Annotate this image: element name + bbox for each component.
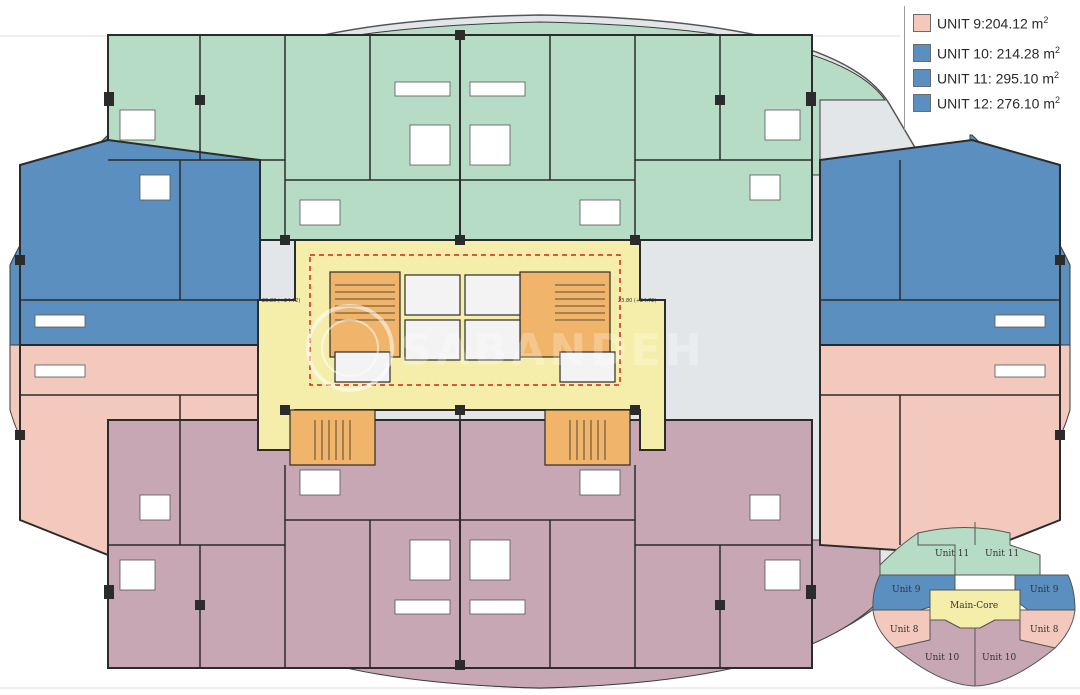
legend-item: UNIT 12: 276.10 m2 [913,92,1060,114]
unit9-right-block [819,138,1061,346]
legend-swatch [913,94,931,112]
legend-item: UNIT 11: 295.10 m2 [913,67,1059,89]
furniture [34,81,1046,615]
unit9-left-block [19,138,261,346]
watermark-text: SABANDEH [400,325,706,376]
legend-label: UNIT 12: 276.10 m2 [937,94,1061,112]
stair-left-top [329,271,401,358]
unit10-right-block [459,419,813,669]
unit10-left-block [107,419,461,669]
key-label-unit10-right: Unit 10 [982,653,1016,663]
legend-item: UNIT 10: 214.28 m2 [913,42,1060,64]
stair-right-top [519,271,611,358]
shaft-left [334,351,391,383]
watermark: SABANDEH [306,304,706,392]
interior-walls [20,35,1060,668]
level-mark-left: 23.80 (+24.72) [262,298,300,304]
level-mark-right: 23.80 (+24.72) [618,298,656,304]
stair-right-bottom [544,409,631,466]
key-label-unit8-right: Unit 8 [1030,625,1059,635]
legend-item: UNIT 9:204.12 m2 [913,12,1048,34]
stair-left-bottom [289,409,376,466]
legend-label: UNIT 9:204.12 m2 [937,14,1049,32]
key-label-unit11-left: Unit 11 [935,549,969,559]
key-label-unit8-left: Unit 8 [890,625,919,635]
shaft-right [559,351,616,383]
structural-columns [15,30,1065,670]
elevator-shaft-4 [464,319,521,361]
legend-swatch [913,14,931,32]
key-label-unit9-right: Unit 9 [1030,585,1059,595]
legend-label: UNIT 11: 295.10 m2 [937,69,1059,87]
elevator-shaft-3 [404,319,461,361]
key-unit11-left [879,532,956,576]
elevator-shaft-2 [464,274,521,316]
key-label-core: Main-Core [950,601,998,611]
unit-area-legend: UNIT 9:204.12 m2 UNIT 10: 214.28 m2 UNIT… [904,6,1080,130]
key-label-unit11-right: Unit 11 [985,549,1019,559]
stair-hatching [314,284,606,460]
key-plan: Unit 11 Unit 11 Unit 9 Unit 9 Main-Core … [872,522,1076,687]
legend-swatch [913,44,931,62]
elevator-shaft-1 [404,274,461,316]
legend-swatch [913,69,931,87]
unit11-right-block [459,34,813,241]
legend-label: UNIT 10: 214.28 m2 [937,44,1061,62]
key-label-unit10-left: Unit 10 [925,653,959,663]
key-label-unit9-left: Unit 9 [892,585,921,595]
